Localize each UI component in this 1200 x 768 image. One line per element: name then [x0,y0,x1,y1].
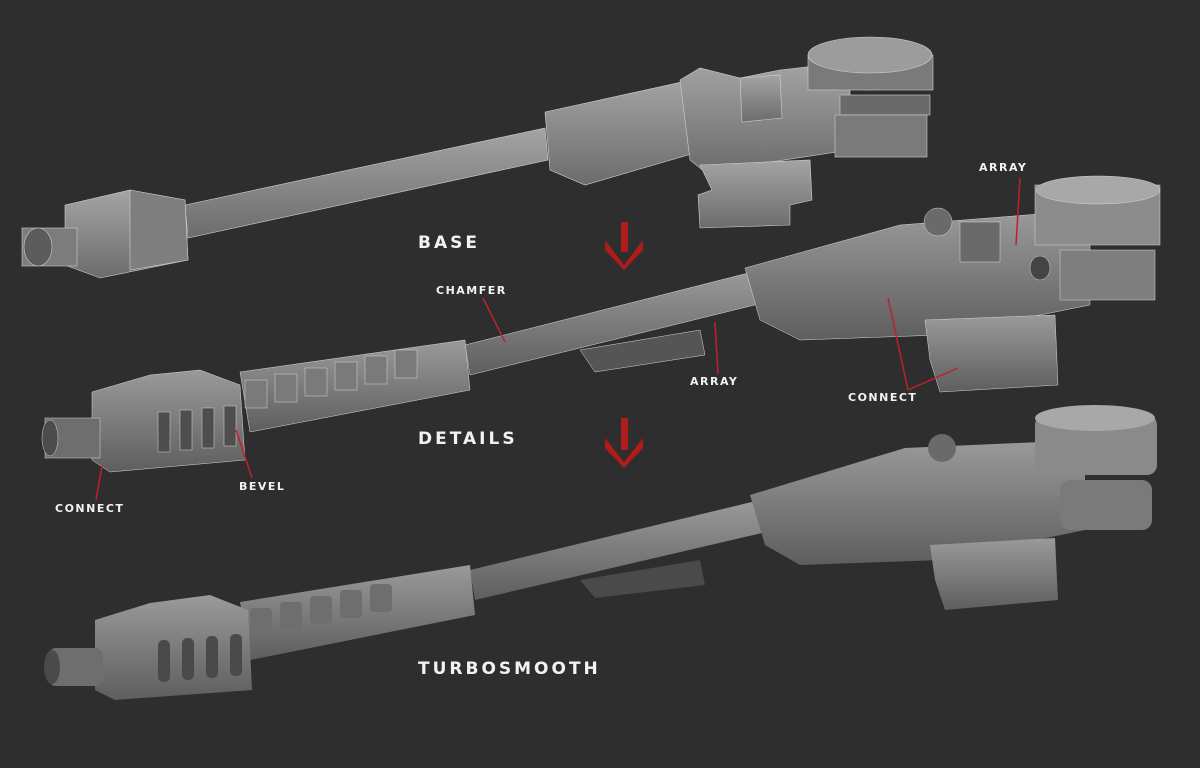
annotation-bevel: BEVEL [239,480,286,493]
annotation-array-mid: ARRAY [690,375,739,388]
details-rifle-model [41,175,1161,473]
annotation-array-top: ARRAY [979,161,1028,174]
stage-label-base: BASE [418,233,480,253]
annotation-connect-left: CONNECT [55,502,125,515]
stage-label-turbosmooth: TURBOSMOOTH [418,659,601,679]
turbosmooth-rifle-model [44,405,1157,700]
stage-label-details: DETAILS [418,429,518,449]
annotation-connect-right: CONNECT [848,391,918,404]
annotation-leader-lines [95,177,1021,501]
annotation-chamfer: CHAMFER [436,284,507,297]
base-rifle-model [21,36,934,279]
arrow-down-icon [605,418,643,468]
arrow-down-icon [605,222,643,270]
